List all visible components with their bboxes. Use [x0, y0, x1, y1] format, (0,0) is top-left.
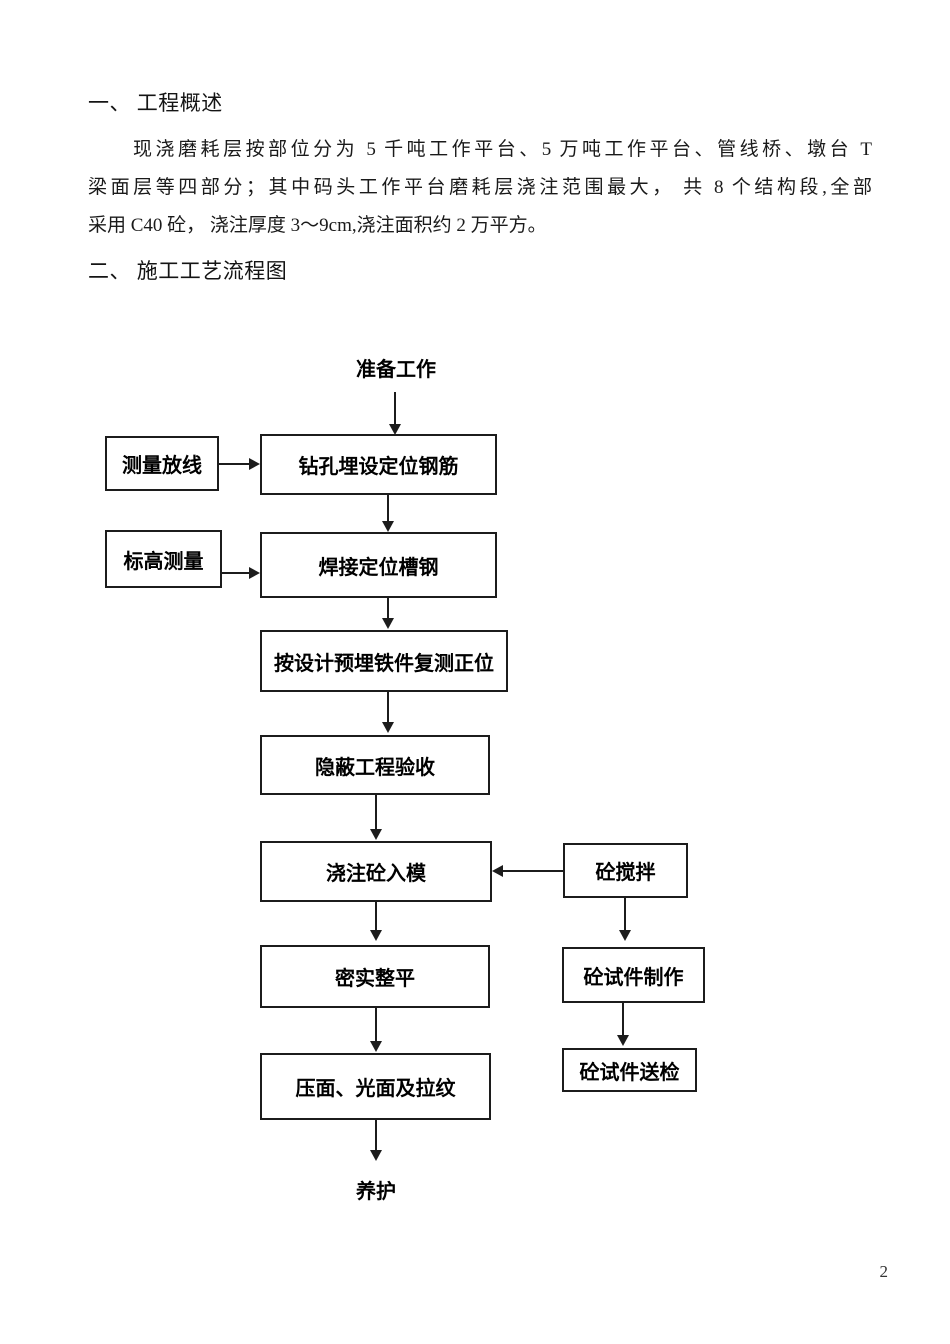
flow-node-mixing: 砼搅拌 — [563, 843, 688, 898]
arrowhead-down — [619, 930, 631, 941]
arrowhead-down — [370, 1150, 382, 1161]
arrowhead-down — [382, 722, 394, 733]
edge-mixing-to-specimen-make — [624, 898, 626, 932]
flow-node-weld-channel: 焊接定位槽钢 — [260, 532, 497, 598]
page-number: 2 — [879, 1262, 889, 1281]
flow-node-survey-line: 测量放线 — [105, 436, 219, 491]
paragraph-line: 现浇磨耗层按部位分为 5 千吨工作平台、5 万吨工作平台、管线桥、墩台 T — [88, 139, 872, 160]
edge-press-to-curing — [375, 1120, 377, 1152]
arrowhead-down — [370, 1041, 382, 1052]
edge-start-to-drill — [394, 392, 396, 425]
flow-node-curing: 养护 — [356, 1179, 396, 1203]
edge-survey-to-drill — [219, 463, 250, 465]
edge-compact-to-press — [375, 1008, 377, 1043]
edge-hidden-to-pour — [375, 795, 377, 831]
arrowhead-down — [370, 829, 382, 840]
arrowhead-right — [249, 567, 260, 579]
flow-node-hidden-accept: 隐蔽工程验收 — [260, 735, 490, 795]
arrowhead-left — [492, 865, 503, 877]
edge-drill-to-weld — [387, 495, 389, 523]
flow-node-drill-rebar: 钻孔埋设定位钢筋 — [260, 434, 497, 495]
edge-pour-to-compact — [375, 902, 377, 932]
paragraph-line: 采用 C40 砼， 浇注厚度 3～9cm,浇注面积约 2 万平方。 — [88, 215, 547, 236]
arrowhead-down — [382, 618, 394, 629]
arrowhead-down — [617, 1035, 629, 1046]
flow-node-press-finish: 压面、光面及拉纹 — [260, 1053, 491, 1120]
flow-node-start: 准备工作 — [356, 357, 436, 381]
flow-node-specimen-test: 砼试件送检 — [562, 1048, 697, 1092]
section-heading-2: 二、 施工工艺流程图 — [88, 259, 288, 283]
flow-node-compact-level: 密实整平 — [260, 945, 490, 1008]
edge-weld-to-embed — [387, 598, 389, 620]
flow-node-embed-recheck: 按设计预埋铁件复测正位 — [260, 630, 508, 692]
arrowhead-right — [249, 458, 260, 470]
flow-node-elev-survey: 标高测量 — [105, 530, 222, 588]
section-heading-1: 一、 工程概述 — [88, 91, 223, 115]
edge-mixing-to-pour — [503, 870, 563, 872]
overview-paragraph: 现浇磨耗层按部位分为 5 千吨工作平台、5 万吨工作平台、管线桥、墩台 T 梁面… — [88, 131, 872, 245]
arrowhead-down — [389, 424, 401, 435]
edge-elev-to-weld — [222, 572, 250, 574]
flow-node-pour-mold: 浇注砼入模 — [260, 841, 492, 902]
paragraph-line: 梁面层等四部分；其中码头工作平台磨耗层浇注范围最大， 共 8 个结构段,全部 — [88, 177, 872, 198]
arrowhead-down — [382, 521, 394, 532]
arrowhead-down — [370, 930, 382, 941]
edge-embed-to-hidden — [387, 692, 389, 723]
flow-node-specimen-make: 砼试件制作 — [562, 947, 705, 1003]
edge-specimen-make-to-test — [622, 1003, 624, 1037]
